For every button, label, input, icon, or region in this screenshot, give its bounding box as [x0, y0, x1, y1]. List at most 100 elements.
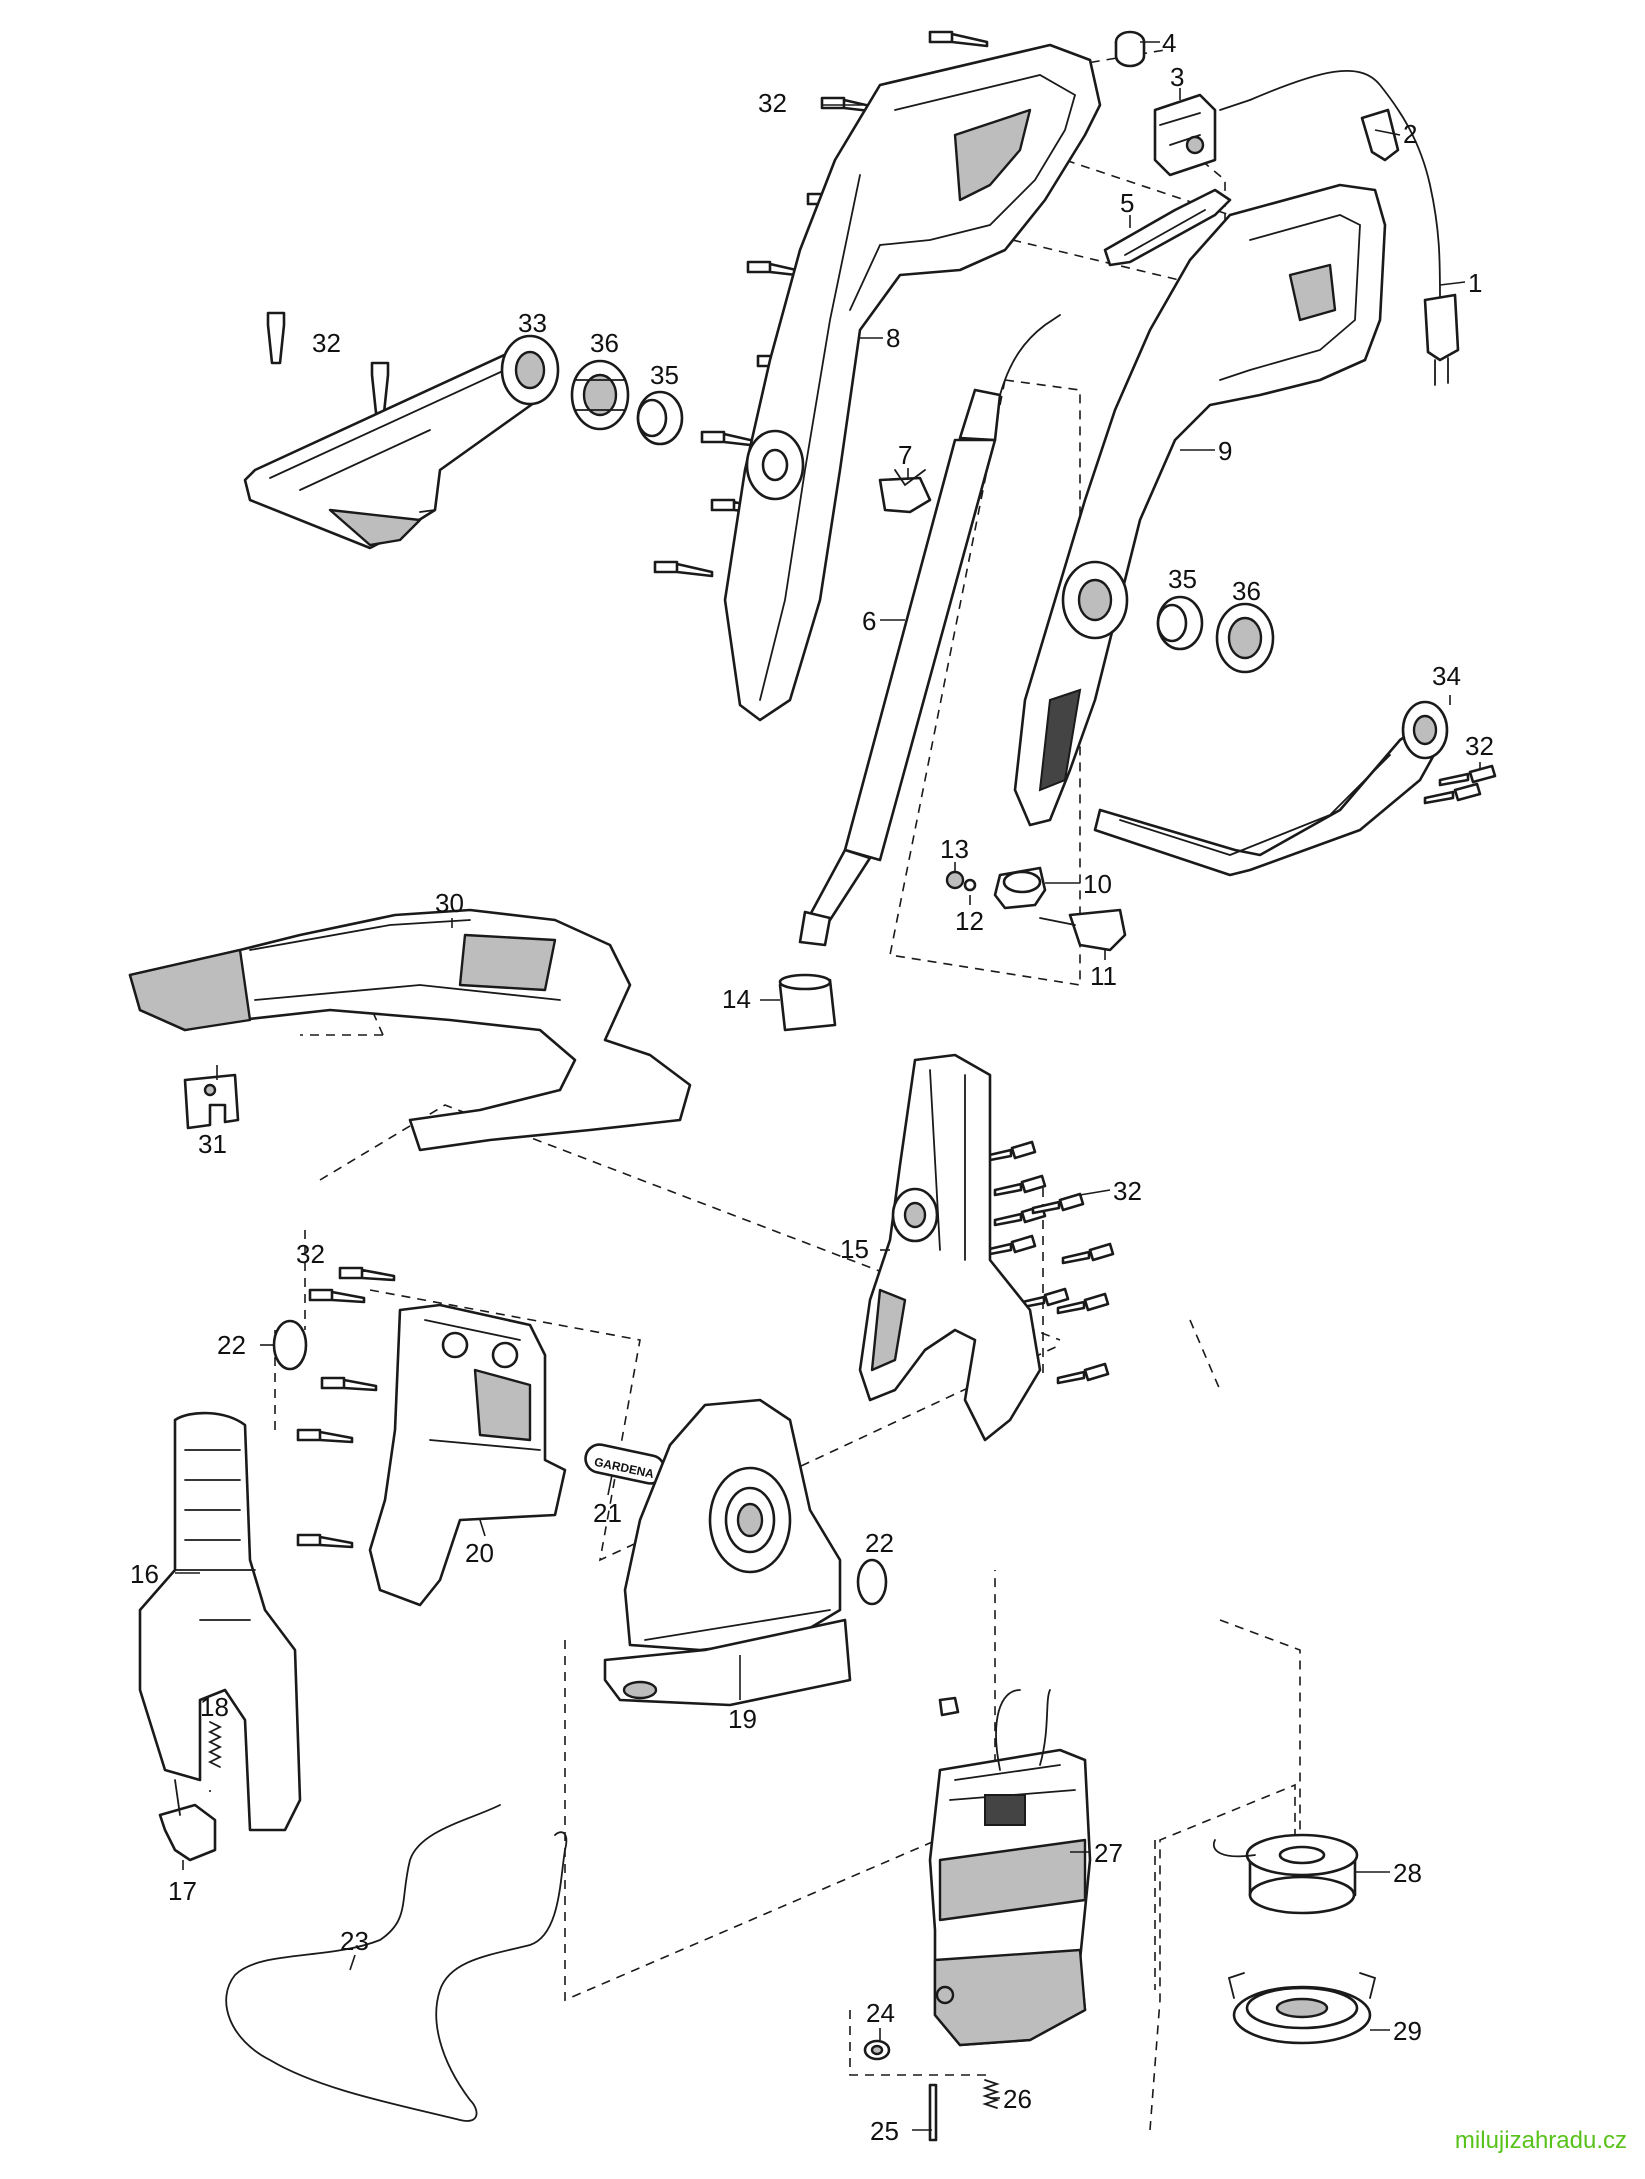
part-18-spring [207, 1721, 223, 1768]
callout-35b: 35 [1168, 564, 1197, 594]
screw [1061, 1242, 1115, 1265]
callout-8: 8 [886, 323, 900, 353]
callout-32b: 32 [312, 328, 341, 358]
part-2-cord-sleeve [1360, 108, 1400, 162]
callout-31: 31 [198, 1129, 227, 1159]
callout-23: 23 [340, 1926, 369, 1956]
callout-36b: 36 [1232, 576, 1261, 606]
callout-14: 14 [722, 984, 751, 1014]
screw [338, 1266, 396, 1282]
part-34-handle-bracket [1093, 700, 1449, 877]
part-35-ring-left [636, 390, 684, 446]
callout-6: 6 [862, 606, 876, 636]
part-11-clamp-lever [1039, 908, 1127, 952]
part-31-plate [183, 1073, 240, 1130]
screw [308, 1288, 366, 1304]
callout-32c: 32 [1465, 731, 1494, 761]
screw [296, 1428, 354, 1444]
screw [1056, 1292, 1110, 1315]
callout-7: 7 [898, 440, 912, 470]
part-23-wire [225, 1804, 568, 2122]
part-4-cap [1114, 30, 1146, 68]
part-27-motor [928, 1689, 1092, 2047]
callout-19: 19 [728, 1704, 757, 1734]
callout-36a: 36 [590, 328, 619, 358]
callout-32d: 32 [1113, 1176, 1142, 1206]
screw [370, 361, 390, 415]
callout-15: 15 [840, 1234, 869, 1264]
part-17-latch [158, 1779, 217, 1862]
callout-29: 29 [1393, 2016, 1422, 2046]
callout-33: 33 [518, 308, 547, 338]
callout-10: 10 [1083, 869, 1112, 899]
callout-30: 30 [435, 888, 464, 918]
callout-24: 24 [866, 1998, 895, 2028]
callout-3: 3 [1170, 62, 1184, 92]
site-watermark: milujizahradu.cz [1454, 2127, 1627, 2154]
part-21-badge: GARDENA [584, 1443, 666, 1485]
part-28-spool [1212, 1833, 1359, 1915]
callout-32a: 32 [758, 88, 787, 118]
callout-5: 5 [1120, 188, 1134, 218]
screw [928, 30, 989, 48]
callout-16: 16 [130, 1559, 159, 1589]
screw [296, 1533, 354, 1549]
callout-13: 13 [940, 834, 969, 864]
screw [653, 560, 714, 578]
part-35-ring-right [1156, 595, 1204, 651]
screw [983, 1234, 1037, 1257]
part-12-washer [963, 878, 977, 892]
screw [1056, 1362, 1110, 1385]
part-30-guard [128, 908, 692, 1152]
callout-11: 11 [1090, 961, 1117, 991]
callout-labels: 1 2 3 4 5 6 7 8 9 10 11 12 13 14 15 16 1… [130, 28, 1494, 2146]
part-3-switch [1153, 93, 1251, 177]
part-7-clip [878, 469, 932, 514]
part-16-lower-shell [138, 1411, 302, 1832]
part-29-spool-cap [1227, 1972, 1377, 2045]
part-36-knob-right [1215, 602, 1275, 674]
callout-12: 12 [955, 906, 984, 936]
part-6-tube [798, 314, 1061, 947]
callout-28: 28 [1393, 1858, 1422, 1888]
part-13-nut [945, 870, 965, 890]
part-8-left-handle-shell [723, 43, 1102, 722]
part-26-spring [982, 2079, 1000, 2109]
screw [993, 1174, 1047, 1197]
screw [1031, 1192, 1085, 1215]
callout-35a: 35 [650, 360, 679, 390]
callout-4: 4 [1162, 28, 1176, 58]
callout-9: 9 [1218, 436, 1232, 466]
callout-2: 2 [1403, 119, 1417, 149]
part-15-shaft-housing [858, 1053, 1042, 1442]
screw [266, 311, 286, 365]
part-19-motor-housing [603, 1398, 852, 1707]
part-33-handle-bracket [243, 334, 560, 550]
screw [983, 1140, 1037, 1163]
callout-18: 18 [200, 1692, 229, 1722]
screw [1438, 764, 1497, 787]
part-22-o-ring-top [272, 1319, 308, 1371]
part-10-clamp [993, 866, 1047, 910]
part-36-knob-left [570, 359, 630, 431]
callout-25: 25 [870, 2116, 899, 2146]
part-22-o-ring-bottom [856, 1558, 888, 1606]
callout-32e: 32 [296, 1239, 325, 1269]
callout-21: 21 [593, 1498, 622, 1528]
callout-17: 17 [168, 1876, 197, 1906]
callout-22: 22 [217, 1330, 246, 1360]
part-1-power-cord [1249, 69, 1460, 386]
callout-27: 27 [1094, 1838, 1123, 1868]
leader-lines [175, 41, 1481, 2131]
part-20-half-housing [368, 1303, 567, 1607]
part-14-sleeve [778, 973, 837, 1032]
callout-34: 34 [1432, 661, 1461, 691]
callout-22b: 22 [865, 1528, 894, 1558]
callout-1: 1 [1468, 268, 1482, 298]
part-24-bushing [863, 2039, 891, 2061]
part-25-pin [928, 2083, 938, 2142]
callout-26: 26 [1003, 2084, 1032, 2114]
part-5-switch-lever [1103, 188, 1232, 267]
part-9-right-handle-shell [1013, 183, 1387, 827]
